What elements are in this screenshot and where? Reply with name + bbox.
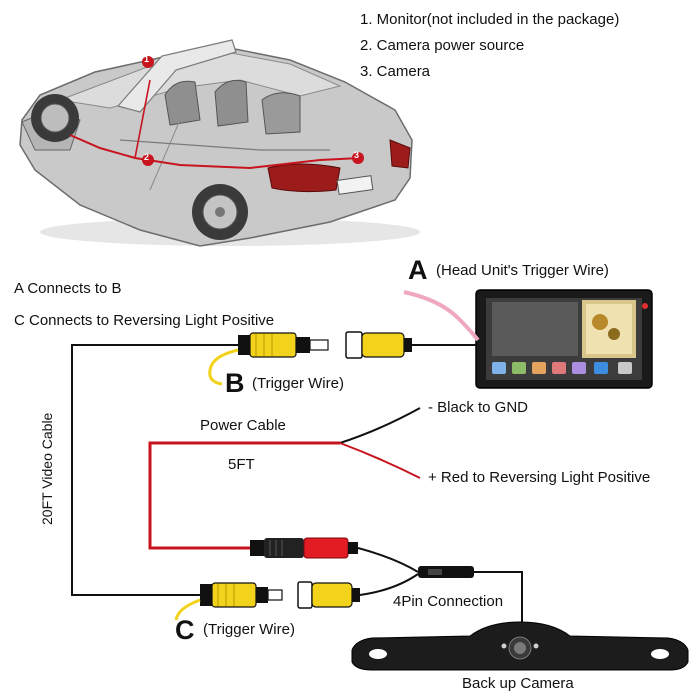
label-red-reverse: + Red to Reversing Light Positive bbox=[428, 469, 651, 486]
car-marker-2: 2 bbox=[144, 152, 150, 162]
label-b-letter: B bbox=[225, 368, 245, 398]
car-illustration bbox=[19, 39, 420, 247]
top-rca-link bbox=[71, 331, 476, 596]
camera-assembly bbox=[351, 566, 689, 671]
label-black-gnd: - Black to GND bbox=[428, 399, 529, 416]
connection-a-to-b: A Connects to B bbox=[14, 280, 122, 297]
label-power-length: 5FT bbox=[228, 456, 255, 473]
car-marker-1: 1 bbox=[144, 54, 150, 64]
power-cable bbox=[148, 407, 421, 573]
label-power-cable: Power Cable bbox=[200, 417, 286, 434]
label-four-pin: 4Pin Connection bbox=[393, 593, 504, 610]
label-video-cable: 20FT Video Cable bbox=[39, 412, 55, 525]
monitor bbox=[403, 289, 653, 389]
label-a-letter: A bbox=[408, 255, 428, 285]
car-marker-3: 3 bbox=[354, 150, 360, 160]
label-c-letter: C bbox=[175, 615, 195, 645]
label-a-text: (Head Unit's Trigger Wire) bbox=[436, 262, 609, 279]
legend-item-monitor: 1. Monitor(not included in the package) bbox=[360, 11, 620, 28]
bottom-rca-link bbox=[174, 573, 419, 621]
legend-item-camera: 3. Camera bbox=[360, 63, 431, 80]
label-backup-camera: Back up Camera bbox=[462, 675, 574, 692]
connection-c-to-reverse: C Connects to Reversing Light Positive bbox=[14, 312, 275, 329]
label-c-text: (Trigger Wire) bbox=[203, 621, 295, 638]
legend-item-power-source: 2. Camera power source bbox=[360, 37, 525, 54]
label-b-text: (Trigger Wire) bbox=[252, 375, 344, 392]
